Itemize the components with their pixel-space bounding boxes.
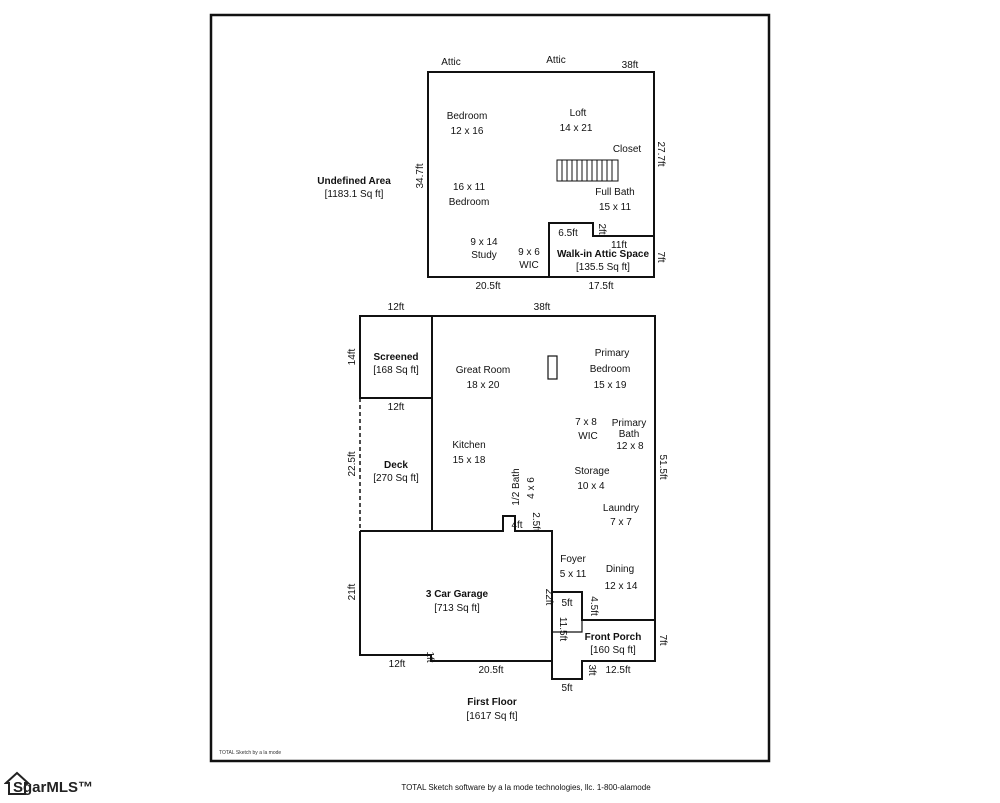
logo-text: SgarMLS™: [13, 779, 93, 796]
room-pbath-size: 12 x 8: [616, 441, 644, 452]
dim-walkin-6-5: 6.5ft: [558, 228, 578, 239]
room-wic-upper-size: 9 x 6: [518, 247, 540, 258]
room-storage-size: 10 x 4: [577, 481, 605, 492]
dim-garage-bottom-12: 12ft: [389, 659, 406, 670]
dim-halfbath-2-5: 2.5ft: [530, 512, 541, 532]
first-floor-title: First Floor: [467, 697, 517, 708]
dim-halfbath-4: 4ft: [511, 520, 522, 531]
dim-walkin-7: 7ft: [655, 251, 666, 262]
dim-porch-4-5: 4.5ft: [588, 596, 599, 616]
walkin-attic-wall: [548, 222, 654, 277]
dim-ff-top-left: 12ft: [388, 302, 405, 313]
dim-garage-22: 22ft: [543, 589, 554, 606]
room-wic-upper-name: WIC: [519, 260, 538, 271]
dim-upper-top: 38ft: [622, 60, 639, 71]
room-bedroom2-name: Bedroom: [449, 197, 490, 208]
dim-step-3: 3ft: [586, 664, 597, 675]
room-fullbath-size: 15 x 11: [599, 202, 631, 213]
porch-step: [552, 620, 583, 633]
room-halfbath-size: 4 x 6: [526, 477, 537, 499]
dim-deck-top: 12ft: [388, 402, 405, 413]
dim-ff-right: 51.5ft: [657, 454, 668, 479]
dim-garage-bottom-20-5: 20.5ft: [478, 665, 503, 676]
dim-step-bottom-5: 5ft: [561, 683, 572, 694]
room-laundry-size: 7 x 7: [610, 517, 632, 528]
room-kitchen-name: Kitchen: [452, 440, 485, 451]
room-bedroom1-size: 12 x 16: [451, 126, 484, 137]
first-floor-area: [1617 Sq ft]: [466, 711, 517, 722]
dim-walkin-11: 11ft: [611, 240, 627, 251]
dim-ff-top: 38ft: [534, 302, 551, 313]
room-loft-name: Loft: [570, 108, 587, 119]
room-kitchen-size: 15 x 18: [453, 455, 486, 466]
room-primary-name2: Bedroom: [590, 364, 631, 375]
room-fullbath-name: Full Bath: [595, 187, 634, 198]
dim-screened-side: 14ft: [347, 348, 358, 365]
small-credit: TOTAL Sketch by a la mode: [219, 750, 281, 756]
room-greatroom-name: Great Room: [456, 365, 510, 376]
upper-floor-outline: [427, 71, 655, 278]
mls-logo: SgarMLS™: [3, 770, 124, 798]
garage-outline: [360, 515, 656, 680]
label-attic-right: Attic: [546, 55, 565, 66]
dim-walkin-2: 2ft: [596, 223, 607, 234]
room-wic-ff-size: 7 x 8: [575, 417, 597, 428]
room-pbath-name2: Bath: [619, 429, 640, 440]
dim-upper-bottom-right: 17.5ft: [588, 281, 613, 292]
upper-stairs: [556, 159, 619, 182]
room-bedroom1-name: Bedroom: [447, 111, 488, 122]
room-storage-name: Storage: [574, 466, 609, 477]
room-screened-name: Screened: [373, 352, 418, 363]
upper-floor: Attic Attic 38ft 34.7ft 27.7ft Bedroom 1…: [415, 55, 666, 292]
room-deck-name: Deck: [384, 460, 408, 471]
fireplace-symbol: [547, 355, 558, 380]
room-wic-ff-name: WIC: [578, 431, 597, 442]
dim-deck-side: 22.5ft: [347, 451, 358, 476]
dim-porch-7: 7ft: [657, 634, 668, 645]
dim-porch-11-5: 11.5ft: [557, 617, 568, 641]
room-porch-area: [160 Sq ft]: [590, 645, 636, 656]
room-bedroom2-size: 16 x 11: [453, 182, 485, 193]
undefined-area-size: [1183.1 Sq ft]: [325, 189, 384, 200]
dim-garage-left: 21ft: [347, 583, 358, 600]
dim-upper-right: 27.7ft: [655, 141, 666, 166]
dim-garage-1: 1ft: [424, 651, 435, 662]
undefined-area-name: Undefined Area: [317, 176, 391, 187]
software-credit: TOTAL Sketch software by a la mode techn…: [401, 783, 651, 792]
dim-upper-left: 34.7ft: [415, 163, 426, 188]
room-primary-name1: Primary: [595, 348, 629, 359]
room-pbath-name1: Primary: [612, 418, 646, 429]
room-greatroom-size: 18 x 20: [467, 380, 500, 391]
room-garage-name: 3 Car Garage: [426, 589, 489, 600]
room-dining-size: 12 x 14: [605, 581, 638, 592]
label-attic-left: Attic: [441, 57, 460, 68]
room-study-name: Study: [471, 250, 497, 261]
room-foyer-size: 5 x 11: [560, 569, 587, 580]
room-closet-name: Closet: [613, 144, 642, 155]
room-loft-size: 14 x 21: [560, 123, 593, 134]
room-walkin-attic-name: Walk-in Attic Space: [557, 249, 649, 260]
room-dining-name: Dining: [606, 564, 634, 575]
room-study-size: 9 x 14: [470, 237, 498, 248]
garage-bottom: [359, 531, 552, 662]
first-floor: 12ft 38ft 14ft Screened [168 Sq ft] 12ft…: [347, 302, 668, 722]
room-garage-area: [713 Sq ft]: [434, 603, 480, 614]
sheet-border: [209, 13, 771, 763]
room-screened-area: [168 Sq ft]: [373, 365, 419, 376]
room-deck-area: [270 Sq ft]: [373, 473, 419, 484]
dim-upper-bottom-left: 20.5ft: [475, 281, 500, 292]
room-walkin-attic-area: [135.5 Sq ft]: [576, 262, 630, 273]
room-porch-name: Front Porch: [585, 632, 642, 643]
dim-foyer-5: 5ft: [561, 598, 572, 609]
dim-porch-bottom-12-5: 12.5ft: [605, 665, 630, 676]
room-foyer-name: Foyer: [560, 554, 586, 565]
house-logo-icon: SgarMLS™: [3, 771, 93, 796]
room-primary-size: 15 x 19: [594, 380, 627, 391]
room-laundry-name: Laundry: [603, 503, 639, 514]
room-halfbath-name: 1/2 Bath: [511, 468, 522, 505]
